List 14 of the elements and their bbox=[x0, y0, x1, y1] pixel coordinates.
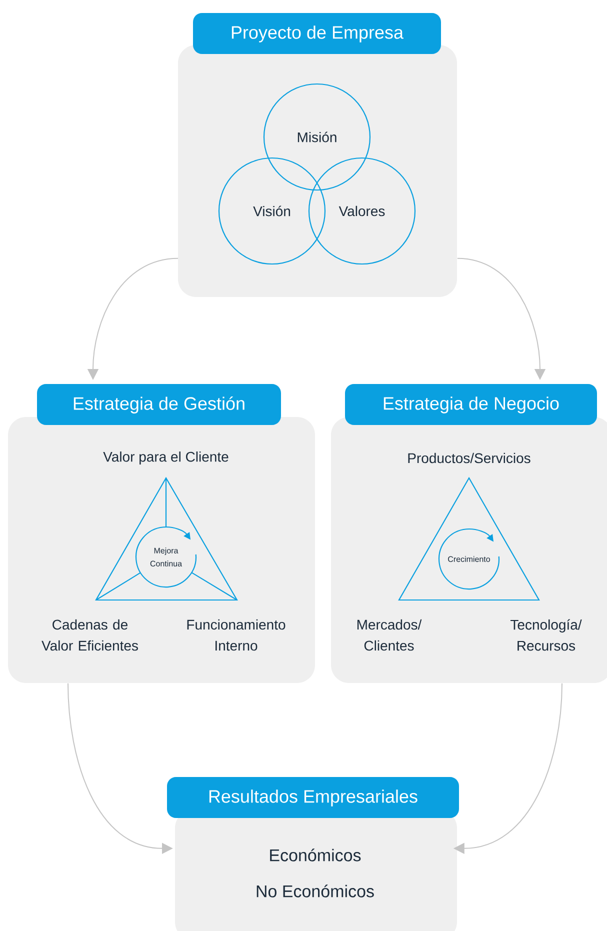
title-tab: Estrategia de Gestión bbox=[37, 384, 281, 425]
corner-label: Económicos bbox=[270, 848, 361, 862]
title-tab: Estrategia de Negocio bbox=[345, 384, 597, 425]
corner-label: Productos/Servicios bbox=[408, 452, 530, 464]
corner-label: Cadenas de Valor Eficientes bbox=[42, 619, 138, 651]
corner-label: No Económicos bbox=[256, 884, 374, 898]
title-tab: Proyecto de Empresa bbox=[193, 13, 441, 54]
corner-label: Valor para el Cliente bbox=[103, 451, 228, 465]
node-label: Crecimiento bbox=[448, 556, 490, 562]
corner-label: Tecnología/ Recursos bbox=[510, 619, 582, 651]
title-tab: Resultados Empresariales bbox=[167, 777, 459, 818]
node-label: Mejora Continua bbox=[150, 548, 182, 566]
corner-label: Funcionamiento Interno bbox=[187, 619, 286, 651]
corner-label: Mercados/ Clientes bbox=[357, 619, 422, 651]
